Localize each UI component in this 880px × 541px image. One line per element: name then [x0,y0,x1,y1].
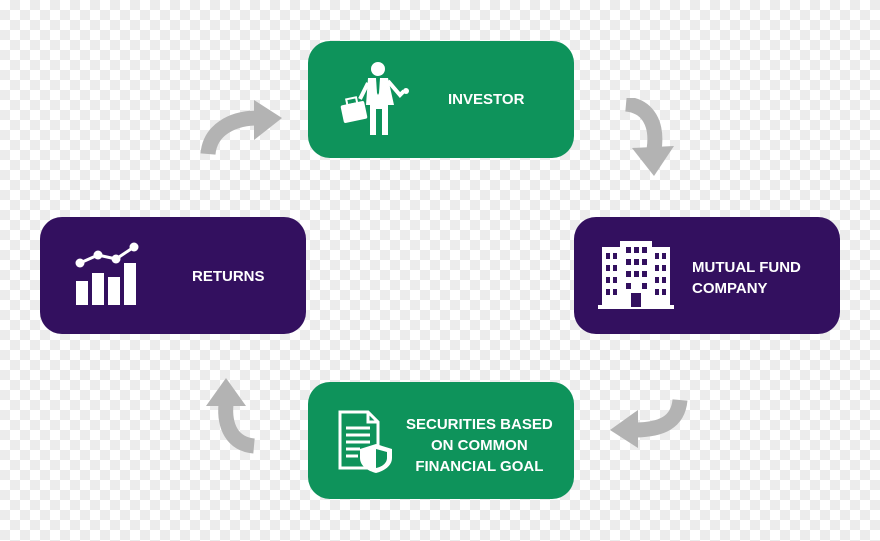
securities-label: SECURITIES BASED ON COMMON FINANCIAL GOA… [406,416,553,475]
arrow-securities-to-returns [206,378,256,454]
arrow-fund-to-securities [610,398,688,448]
document-shield-icon [338,410,392,473]
office-building-icon [598,241,674,309]
businessman-briefcase-icon [340,62,409,135]
mutual-fund-company-node: MUTUAL FUND COMPANY [574,217,840,334]
arrow-investor-to-fund [624,98,674,176]
returns-label: RETURNS [192,268,265,285]
investor-label: INVESTOR [448,91,525,108]
securities-node: SECURITIES BASED ON COMMON FINANCIAL GOA… [308,382,574,499]
bar-chart-growth-icon [75,242,139,305]
investor-node: INVESTOR [308,41,574,158]
arrow-returns-to-investor [200,100,282,156]
mutual-fund-company-label: MUTUAL FUND COMPANY [692,259,801,297]
returns-node: RETURNS [40,217,306,334]
